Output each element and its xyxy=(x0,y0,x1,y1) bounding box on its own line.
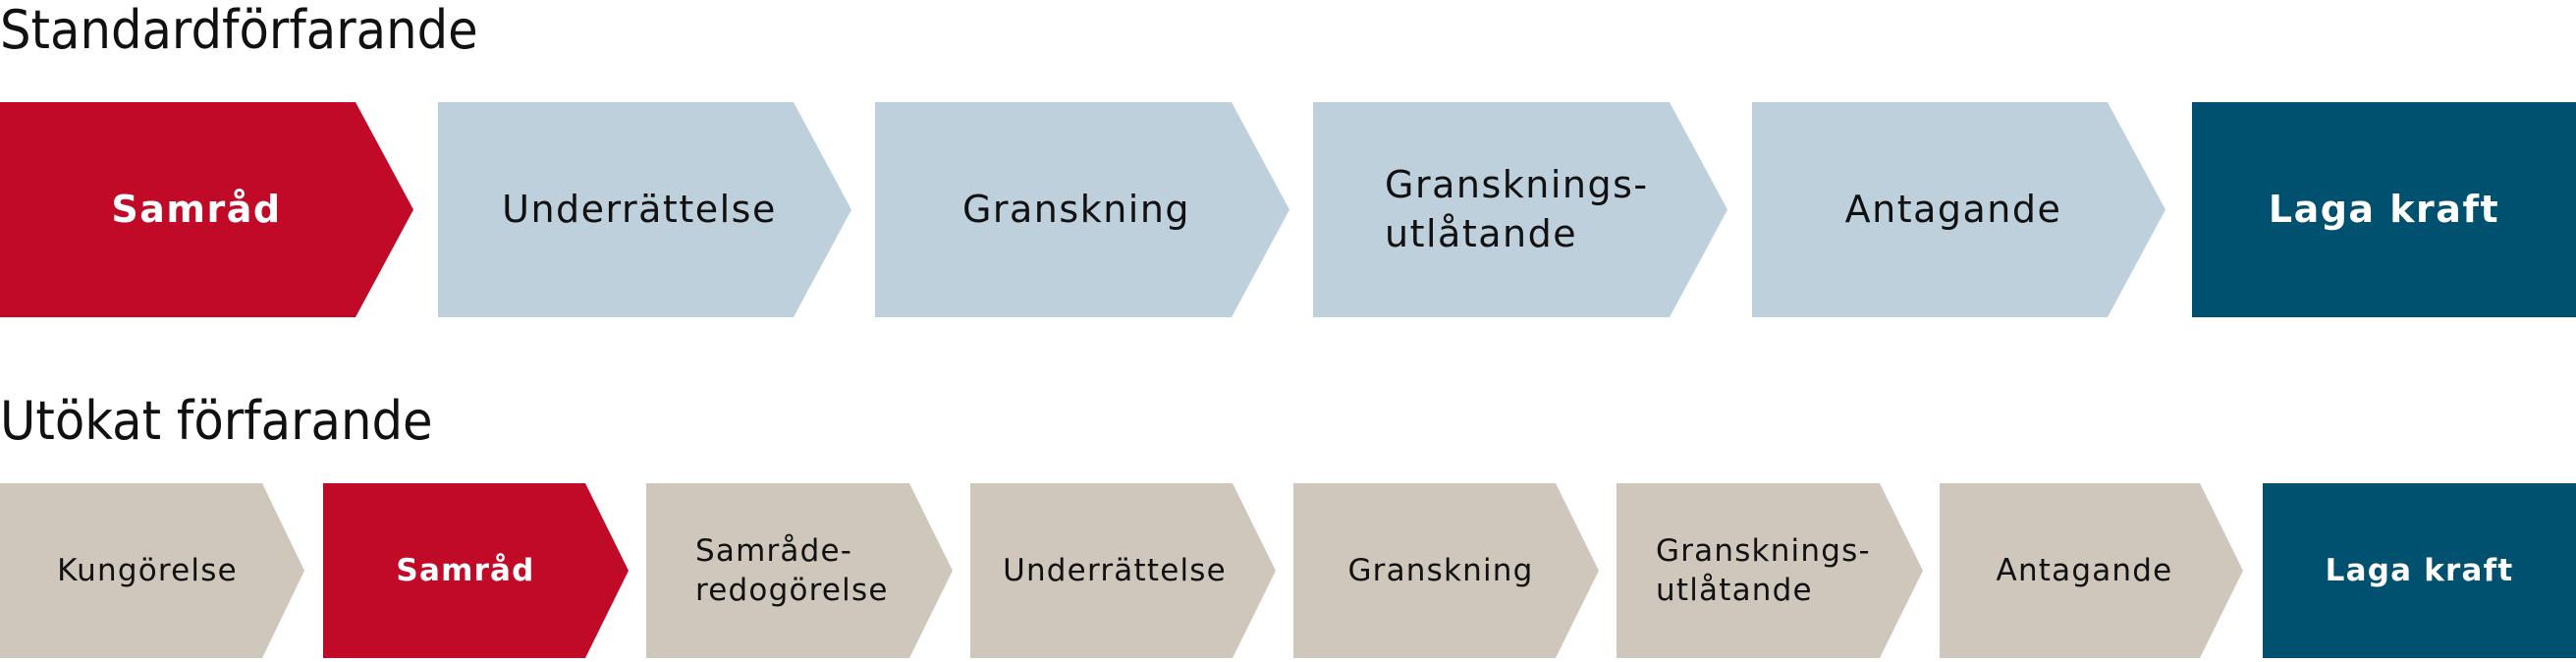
step-shape-granskningsutlatande xyxy=(1617,483,1923,658)
step-antagande: Antagande xyxy=(1940,483,2229,658)
step-laga-kraft: Laga kraft xyxy=(2263,483,2576,658)
step-label: Samråd xyxy=(396,552,535,588)
step-underrattelse: Underrättelse xyxy=(438,102,841,317)
step-shape-granskningsutlatande xyxy=(1313,102,1727,317)
step-underrattelse: Underrättelse xyxy=(970,483,1259,658)
step-granskning: Granskning xyxy=(1293,483,1588,658)
extended-procedure-title: Utökat förfarande xyxy=(0,390,433,452)
step-label: Granskning xyxy=(1347,552,1534,588)
step-shape-antagande xyxy=(1752,102,2165,317)
step-kungorelse: Kungörelse xyxy=(0,483,295,658)
step-label: Antagande xyxy=(1996,552,2173,588)
step-samrad: Samråd xyxy=(0,102,393,317)
standard-flow-shapes xyxy=(0,102,2576,317)
step-granskning: Granskning xyxy=(875,102,1278,317)
standard-procedure-title: Standardförfarande xyxy=(0,0,478,61)
step-label: Laga kraft xyxy=(2268,187,2500,231)
step-label: Laga kraft xyxy=(2325,552,2514,588)
step-shape-laga-kraft xyxy=(2263,483,2576,658)
step-label: Gransknings- utlåtande xyxy=(1656,532,1871,608)
step-label: Kungörelse xyxy=(57,552,238,588)
step-granskningsutlatande: Gransknings- utlåtande xyxy=(1656,483,1911,658)
step-shape-granskning xyxy=(1293,483,1599,658)
step-shape-samrad xyxy=(0,102,413,317)
step-granskningsutlatande: Gransknings- utlåtande xyxy=(1385,102,1709,317)
step-shape-samradsredogorelse xyxy=(646,483,953,658)
step-label: Samråde- redogörelse xyxy=(695,532,889,608)
extended-flow-shapes xyxy=(0,483,2576,658)
step-label: Underrättelse xyxy=(502,187,777,231)
step-samradsredogorelse: Samråde- redogörelse xyxy=(695,483,941,658)
step-label: Underrättelse xyxy=(1003,552,1227,588)
step-shape-kungorelse xyxy=(0,483,304,658)
step-shape-antagande xyxy=(1940,483,2243,658)
step-laga-kraft: Laga kraft xyxy=(2192,102,2576,317)
step-label: Granskning xyxy=(961,187,1191,231)
step-label: Antagande xyxy=(1844,187,2062,231)
step-label: Samråd xyxy=(111,187,282,231)
step-label: Gransknings- utlåtande xyxy=(1385,163,1649,255)
step-shape-granskning xyxy=(875,102,1289,317)
step-shape-underrattelse xyxy=(970,483,1276,658)
step-shape-underrattelse xyxy=(438,102,851,317)
step-antagande: Antagande xyxy=(1752,102,2155,317)
step-samrad: Samråd xyxy=(323,483,608,658)
step-shape-samrad xyxy=(323,483,629,658)
step-shape-laga-kraft xyxy=(2192,102,2576,317)
